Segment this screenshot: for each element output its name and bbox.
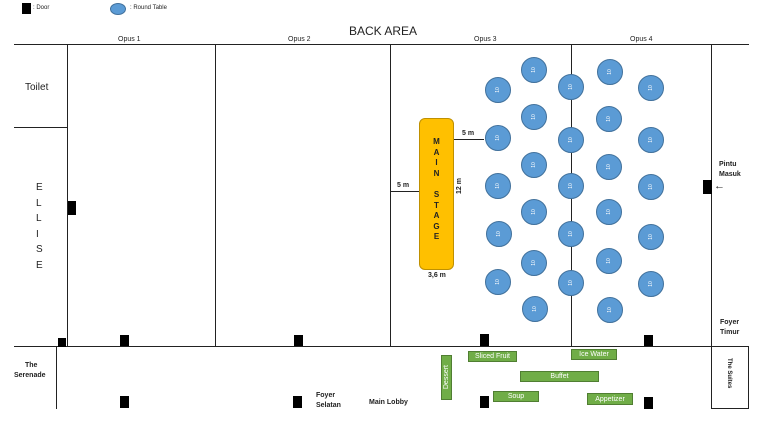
door-main-entrance[interactable] — [703, 180, 712, 194]
food-buffet: Buffet — [520, 371, 599, 382]
wall-opus1-2 — [215, 44, 216, 346]
round-table: 10 — [597, 297, 623, 323]
legend-table-icon — [110, 3, 126, 15]
legend-door-label: : Door — [33, 5, 50, 11]
round-table: 10 — [638, 224, 664, 250]
mid-wall — [14, 346, 749, 347]
foyer-selatan-line2: Selatan — [316, 402, 341, 409]
door-opus1[interactable] — [120, 335, 129, 346]
gap-right-label: 5 m — [462, 130, 475, 137]
door-opus4[interactable] — [644, 335, 653, 346]
foyer-timur-line2: Timur — [720, 329, 740, 336]
main-stage: M A I N S T A G E — [419, 118, 454, 270]
round-table: 10 — [485, 77, 511, 103]
suites-label: The Suites — [726, 358, 732, 389]
opus-4-label: Opus 4 — [630, 36, 653, 43]
ellise-label: E L L I S E — [36, 182, 43, 271]
round-table: 10 — [521, 250, 547, 276]
back-area-title: BACK AREA — [349, 24, 418, 38]
toilet-divider — [14, 127, 68, 128]
round-table: 10 — [485, 269, 511, 295]
door-lobby-4[interactable] — [644, 397, 653, 409]
round-table: 10 — [522, 296, 548, 322]
suites-box — [711, 346, 749, 409]
serenade-line2: Serenade — [14, 372, 46, 379]
wall-opus2-3 — [390, 44, 391, 346]
round-table: 10 — [558, 270, 584, 296]
food-soup: Soup — [493, 391, 539, 402]
entrance-label-line1: Pintu — [719, 161, 737, 168]
dimension-line-left — [391, 191, 419, 192]
round-table: 10 — [638, 75, 664, 101]
round-table: 10 — [596, 199, 622, 225]
round-table: 10 — [521, 104, 547, 130]
round-table: 10 — [558, 74, 584, 100]
opus-1-label: Opus 1 — [118, 36, 141, 43]
round-table: 10 — [596, 154, 622, 180]
food-sliced-fruit: Sliced Fruit — [468, 351, 517, 362]
door-opus3[interactable] — [480, 334, 489, 346]
round-table: 10 — [638, 271, 664, 297]
round-table: 10 — [521, 152, 547, 178]
main-lobby-label: Main Lobby — [369, 399, 408, 406]
top-wall — [14, 44, 749, 45]
legend-table-label: : Round Table — [130, 5, 167, 11]
main-stage-label: M A I N S T A G E — [433, 137, 440, 242]
round-table: 10 — [596, 106, 622, 132]
gap-left-label: 5 m — [397, 182, 410, 189]
round-table: 10 — [597, 59, 623, 85]
round-table: 10 — [558, 173, 584, 199]
toilet-label: Toilet — [25, 82, 49, 93]
round-table: 10 — [485, 125, 511, 151]
wall-opus1-left — [67, 44, 68, 346]
door-lobby-3[interactable] — [480, 396, 489, 408]
opus-2-label: Opus 2 — [288, 36, 311, 43]
food-dessert-label: Dessert — [443, 365, 450, 390]
round-table: 10 — [638, 127, 664, 153]
foyer-selatan-line1: Foyer — [316, 392, 336, 399]
dimension-line-right — [454, 139, 484, 140]
serenade-divider — [56, 346, 57, 409]
door-ellise[interactable] — [68, 201, 76, 215]
entrance-label-line2: Masuk — [719, 171, 741, 178]
food-dessert: Dessert — [441, 355, 452, 400]
door-corner[interactable] — [58, 338, 66, 347]
round-table: 10 — [596, 248, 622, 274]
legend-door-icon — [22, 3, 31, 14]
food-ice-water: Ice Water — [571, 349, 617, 360]
round-table: 10 — [558, 221, 584, 247]
stage-height-label: 12 m — [456, 178, 463, 194]
round-table: 10 — [521, 57, 547, 83]
door-opus2[interactable] — [294, 335, 303, 346]
entrance-arrow-icon: ← — [714, 180, 725, 192]
round-table: 10 — [558, 127, 584, 153]
round-table: 10 — [521, 199, 547, 225]
opus-3-label: Opus 3 — [474, 36, 497, 43]
door-lobby-1[interactable] — [120, 396, 129, 408]
round-table: 10 — [485, 173, 511, 199]
round-table: 10 — [486, 221, 512, 247]
wall-right — [711, 44, 712, 346]
round-table: 10 — [638, 174, 664, 200]
foyer-timur-line1: Foyer — [720, 319, 740, 326]
door-lobby-2[interactable] — [293, 396, 302, 408]
serenade-line1: The — [25, 362, 38, 369]
food-appetizer: Appetizer — [587, 393, 633, 405]
stage-width-label: 3,6 m — [428, 272, 446, 279]
